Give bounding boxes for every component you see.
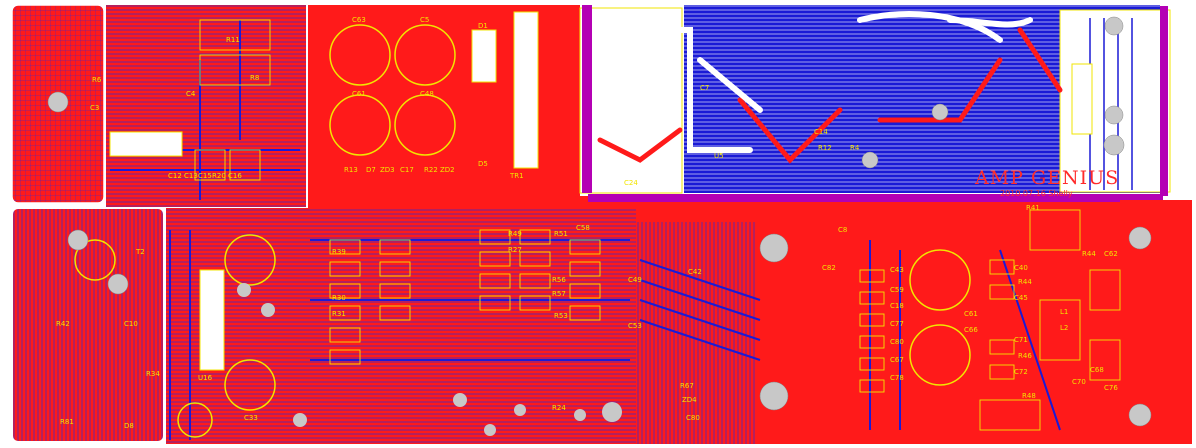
designator-label: C49 <box>628 276 642 284</box>
designator-label: C42 <box>688 268 702 276</box>
designator-label: R34 <box>146 370 160 378</box>
designator-label: ZD2 <box>440 166 455 174</box>
designator-label: C10 <box>124 320 138 328</box>
designator-label: C76 <box>1104 384 1118 392</box>
designator-label: C70 <box>1072 378 1086 386</box>
keepout-bar <box>582 5 592 193</box>
designator-label: R57 <box>552 290 566 298</box>
bottom-copper-area <box>684 5 854 193</box>
left-bottom-module <box>11 207 165 443</box>
designator-label: C61 <box>352 90 366 98</box>
designator-label: L2 <box>1060 324 1068 332</box>
designator-label: R42 <box>56 320 70 328</box>
designator-label: R13 <box>344 166 358 174</box>
designator-label: C33 <box>244 414 258 422</box>
designator-label: C53 <box>628 322 642 330</box>
designator-label: C15 <box>198 172 212 180</box>
designator-label: C67 <box>890 356 904 364</box>
designator-label: C5 <box>420 16 429 24</box>
designator-label: C80 <box>686 414 700 422</box>
designator-label: C59 <box>890 286 904 294</box>
designator-label: C13 <box>184 172 198 180</box>
designator-label: R81 <box>60 418 74 426</box>
designator-label: C3 <box>90 104 99 112</box>
designator-label: C8 <box>838 226 847 234</box>
designator-label: R6 <box>92 76 102 84</box>
designator-label: C58 <box>576 224 590 232</box>
secondary-clear-area <box>579 7 683 194</box>
designator-label: D1 <box>478 22 488 30</box>
designator-label: D7 <box>366 166 376 174</box>
primary-copper <box>308 5 580 220</box>
brand-logo-text: AMP GENIUS <box>974 167 1119 189</box>
designator-label: R24 <box>552 404 566 412</box>
designator-label: C18 <box>890 302 904 310</box>
designator-label: C80 <box>890 338 904 346</box>
control-block <box>106 5 306 207</box>
designator-label: C82 <box>822 264 836 272</box>
designator-label: R44 <box>1082 250 1096 258</box>
designator-label: U5 <box>714 152 724 160</box>
designator-label: T2 <box>135 248 145 256</box>
designator-label: D5 <box>478 160 488 168</box>
designator-label: R8 <box>250 74 259 82</box>
designator-label: C4 <box>186 90 196 98</box>
designator-label: ZD4 <box>682 396 697 404</box>
designator-label: ZD3 <box>380 166 395 174</box>
designator-label: R56 <box>552 276 566 284</box>
designator-label: C71 <box>1014 336 1028 344</box>
designator-label: C12 <box>168 172 182 180</box>
output-copper <box>756 222 1162 444</box>
designator-label: R31 <box>332 310 346 318</box>
designator-label: C45 <box>1014 294 1028 302</box>
designator-label: C68 <box>1090 366 1104 374</box>
designator-label: R46 <box>1018 352 1032 360</box>
designator-label: L1 <box>1060 308 1068 316</box>
designator-label: R27 <box>508 246 522 254</box>
designator-label: C66 <box>964 326 978 334</box>
designator-label: C72 <box>1014 368 1028 376</box>
designator-label: C17 <box>400 166 414 174</box>
designator-label: C43 <box>890 266 904 274</box>
designator-label: D8 <box>124 422 134 430</box>
designator-label: C62 <box>1104 250 1118 258</box>
designator-label: C78 <box>890 374 904 382</box>
designator-label: C14 <box>814 128 828 136</box>
designator-label: C40 <box>1014 264 1028 272</box>
designator-label: C7 <box>700 84 709 92</box>
designator-label: R11 <box>226 36 240 44</box>
designator-label: C61 <box>964 310 978 318</box>
designator-label: R20 <box>212 172 226 180</box>
designator-label: R12 <box>818 144 832 152</box>
designator-label: R41 <box>1026 204 1040 212</box>
amplifier-section <box>166 208 636 444</box>
revision-text: 2010.07.16 Shelly <box>1000 189 1073 198</box>
designator-label: C48 <box>420 90 434 98</box>
designator-label: R39 <box>332 248 346 256</box>
cap-c63 <box>329 24 391 86</box>
designator-label: R4 <box>850 144 860 152</box>
designator-label: R67 <box>680 382 694 390</box>
designator-label: C63 <box>352 16 366 24</box>
designator-label: C77 <box>890 320 904 328</box>
designator-label: C16 <box>228 172 242 180</box>
designator-label: U16 <box>198 374 213 382</box>
designator-label: TR1 <box>509 172 524 180</box>
designator-label: R30 <box>332 294 346 302</box>
designator-label: R51 <box>554 230 568 238</box>
designator-label: R44 <box>1018 278 1032 286</box>
designator-label: R49 <box>508 230 522 238</box>
designator-label: C24 <box>624 179 638 187</box>
designator-label: R53 <box>554 312 568 320</box>
designator-label: R22 <box>424 166 438 174</box>
designator-label: R48 <box>1022 392 1036 400</box>
